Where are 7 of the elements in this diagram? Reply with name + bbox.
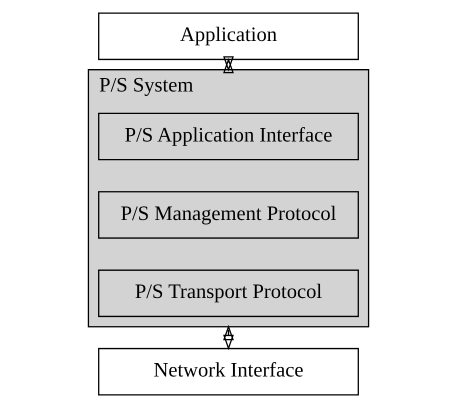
node-box: P/S Transport Protocol bbox=[98, 270, 359, 318]
node-box: Application bbox=[98, 12, 359, 60]
node-box: Network Interface bbox=[98, 348, 359, 396]
arrow bbox=[223, 56, 234, 74]
node-box: P/S Management Protocol bbox=[98, 191, 359, 239]
node-box: P/S Application Interface bbox=[98, 112, 359, 160]
arrow bbox=[223, 324, 234, 350]
